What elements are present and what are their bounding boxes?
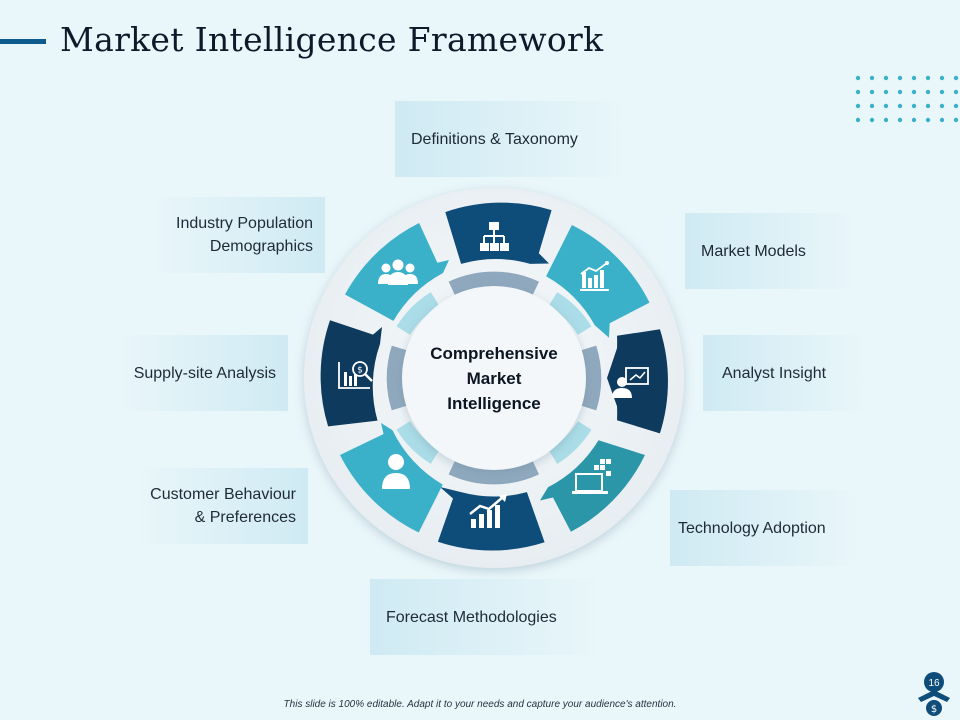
title-accent-bar [0,39,46,44]
slide-footer-note: This slide is 100% editable. Adapt it to… [283,699,677,710]
label-industry-population: Industry Population Demographics [153,197,325,273]
label-supply-site-analysis: Supply-site Analysis [120,335,288,411]
label-technology-adoption: Technology Adoption [670,490,858,566]
segment-analyst-insight [607,329,668,434]
page-number: 16 [928,678,940,689]
label-customer-behaviour: Customer Behaviour & Preferences [138,468,308,544]
segment-definitions [445,202,552,264]
bar-chart-icon [580,261,609,291]
label-text: Forecast Methodologies [386,608,557,626]
label-analyst-insight: Analyst Insight [703,335,865,411]
label-text: Supply-site Analysis [133,364,276,382]
label-market-models: Market Models [685,213,855,289]
page-number-badge: 16 $ [918,672,950,716]
finance-analysis-icon: $ [338,361,373,389]
svg-text:$: $ [931,704,937,715]
label-line: Customer Behaviour [150,486,296,503]
slide-title: Market Intelligence Framework [60,20,604,59]
label-line: Demographics [209,238,313,255]
label-text: Technology Adoption [678,519,826,537]
label-definitions-taxonomy: Definitions & Taxonomy [395,101,625,177]
wheel-center-disc [402,286,586,470]
user-icon [382,454,410,489]
decorative-dot-grid [855,75,959,123]
segment-technology-adoption [540,440,645,532]
label-text: Definitions & Taxonomy [411,130,578,148]
label-line: Industry Population [176,215,313,232]
center-label-line: Comprehensive [430,344,558,363]
laptop-icon [572,459,611,494]
label-line: & Preferences [194,509,296,526]
hierarchy-icon [480,222,509,251]
center-label: Comprehensive Market Intelligence [416,341,572,416]
center-label-line: Market [466,369,522,388]
growth-chart-icon [469,494,507,528]
money-bag-icon [926,700,942,716]
group-icon [378,259,418,285]
label-text: Analyst Insight [722,364,827,382]
segment-industry-population [345,223,449,321]
center-label-line: Intelligence [447,394,541,413]
label-text: Market Models [701,242,806,260]
presenter-icon [612,367,649,398]
segment-supply-site [320,320,382,427]
svg-text:$: $ [357,366,363,376]
badge-circle [924,672,944,692]
label-forecast-methodologies: Forecast Methodologies [370,579,600,655]
